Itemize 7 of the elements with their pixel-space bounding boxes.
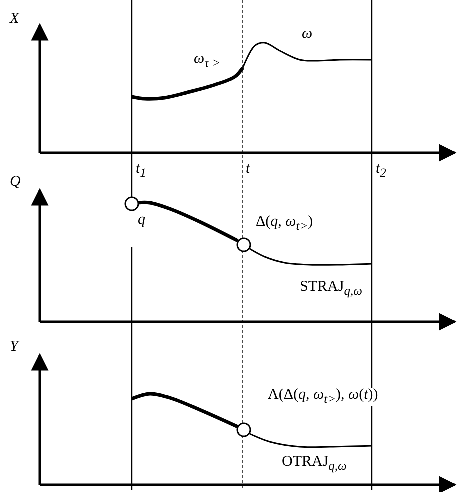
output-label: Λ(Δ(q, ω$_{t>}$), ω(t)) xyxy=(268,388,378,406)
trajectory-label: OTRAJ$_{q,ω}$ xyxy=(282,455,347,472)
state-label: Δ(q, ω$_{t>}$) xyxy=(256,215,314,232)
time-label: t$_{2}$ xyxy=(376,162,386,180)
axis-label: Q xyxy=(10,175,21,190)
trajectory-label: STRAJ$_{q,ω}$ xyxy=(300,280,362,298)
time-label: t$_{1}$ xyxy=(136,162,146,180)
